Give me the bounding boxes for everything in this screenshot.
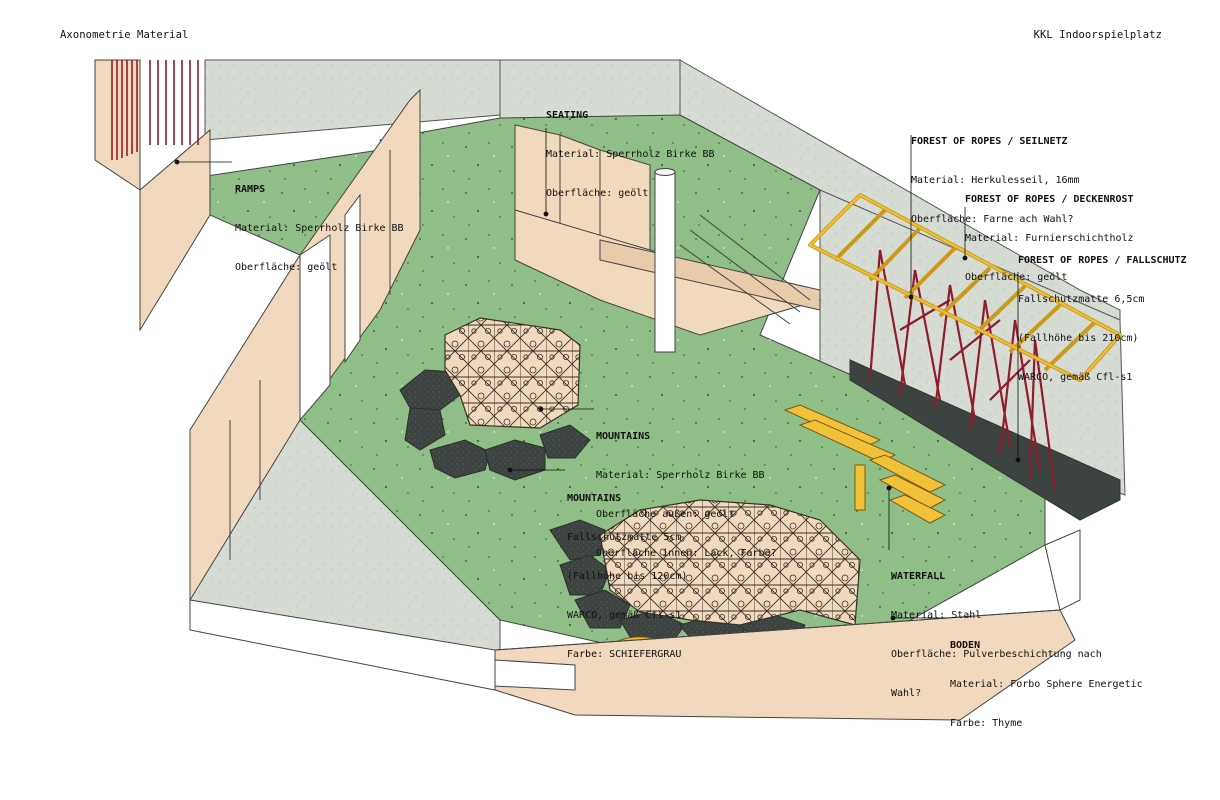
project-title: KKL Indoorspielplatz [1033, 29, 1162, 41]
annotation-ropes-net: FOREST OF ROPES / SEILNETZ Material: Her… [911, 109, 1080, 239]
annotation-line: WARCO, gemäß Cfl-s1 [1018, 372, 1133, 383]
annotation-title: FOREST OF ROPES / FALLSCHUTZ [1018, 255, 1187, 266]
annotation-line: Material: Herkulesseil, 16mm [911, 175, 1080, 186]
annotation-waterfall: WATERFALL Material: Stahl Oberfläche: Pu… [891, 544, 1102, 713]
annotation-line: Material: Sperrholz Birke BB [235, 223, 404, 234]
annotation-boden: BODEN Material: Forbo Sphere Energetic F… [950, 613, 1143, 743]
annotation-line: Oberfläche: geölt [235, 262, 338, 273]
sheet-title: Axonometrie Material [60, 29, 189, 41]
annotation-title: MOUNTAINS [567, 493, 622, 504]
annotation-line: Farbe: SCHIEFERGRAU [567, 649, 682, 660]
annotation-line: Material: Sperrholz Birke BB [546, 149, 715, 160]
annotation-line: Oberfläche: geölt [965, 272, 1068, 283]
annotation-line: Fallschutzmatte 5cm [567, 532, 682, 543]
annotation-line: Oberfläche: Pulverbeschichtung nach [891, 649, 1102, 660]
annotation-mountains-structure: MOUNTAINS Material: Sperrholz Birke BB O… [596, 404, 777, 573]
annotation-line: Oberfläche innen: Lack, Farbe? [596, 548, 777, 559]
front-plinth [189, 529, 1081, 721]
mountain-pyramids [444, 317, 861, 626]
annotation-title: FOREST OF ROPES / SEILNETZ [911, 136, 1068, 147]
annotation-ramps: RAMPS Material: Sperrholz Birke BB Oberf… [235, 157, 404, 287]
forest-of-ropes [808, 193, 1122, 521]
annotation-line: WARCO, gemäß Cfl-s1 [567, 610, 682, 621]
waterfall [783, 404, 947, 524]
annotation-title: MOUNTAINS [596, 431, 651, 442]
annotation-ropes-fall: FOREST OF ROPES / FALLSCHUTZ Fallschutzm… [1018, 228, 1187, 397]
annotation-title: BODEN [950, 640, 981, 651]
annotation-line: Wahl? [891, 688, 922, 699]
annotation-title: WATERFALL [891, 571, 946, 582]
floor [179, 114, 1046, 666]
annotation-line: Material: Sperrholz Birke BB [596, 470, 765, 481]
annotation-ropes-grid: FOREST OF ROPES / DECKENROST Material: F… [965, 167, 1134, 297]
annotation-mountains-mats: MOUNTAINS Fallschutzmatte 5cm (Fallhöhe … [567, 466, 687, 674]
annotation-line: Oberfläche: geölt [546, 188, 649, 199]
annotation-title: SEATING [546, 110, 589, 121]
annotation-line: Oberfläche außen: geölt [596, 509, 735, 520]
annotation-line: (Fallhöhe bis 120cm) [567, 571, 688, 582]
annotation-line: Fallschutzmatte 6,5cm [1018, 294, 1145, 305]
annotation-line: Oberfläche: Farne ach Wahl? [911, 214, 1074, 225]
annotation-line: Material: Forbo Sphere Energetic [950, 679, 1143, 690]
annotation-line: Material: Stahl [891, 610, 982, 621]
annotation-line: Farbe: Thyme [950, 718, 1023, 729]
annotation-line: Material: Furnierschichtholz [965, 233, 1134, 244]
annotation-title: FOREST OF ROPES / DECKENROST [965, 194, 1134, 205]
annotation-line: (Fallhöhe bis 210cm) [1018, 333, 1139, 344]
annotation-title: RAMPS [235, 184, 266, 195]
red-slats [111, 60, 199, 160]
column [654, 168, 676, 353]
annotation-seating: SEATING Material: Sperrholz Birke BB Obe… [546, 83, 715, 213]
leader-lines [174, 128, 1021, 621]
